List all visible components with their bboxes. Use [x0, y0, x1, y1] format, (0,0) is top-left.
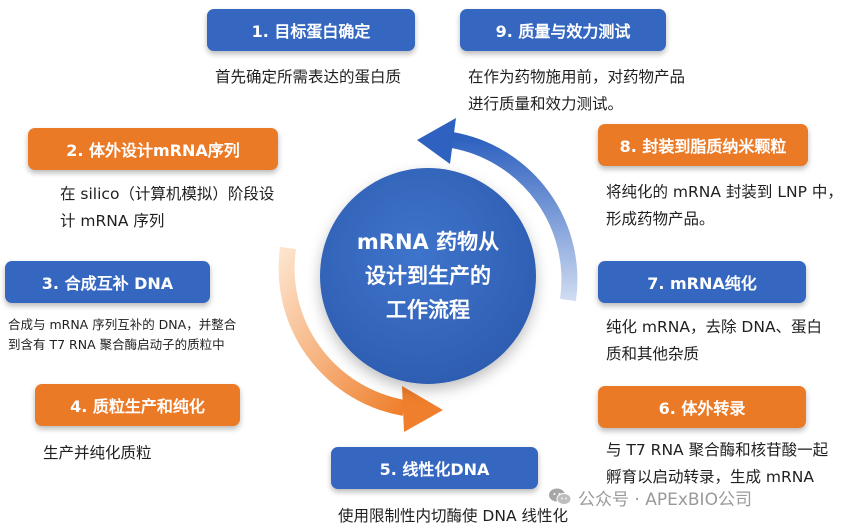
watermark-text: 公众号 · APExBIO公司: [578, 489, 752, 510]
step-1-box: 1. 目标蛋白确定: [207, 9, 415, 51]
step-5-description: 使用限制性内切酶使 DNA 线性化: [338, 507, 568, 525]
center-title: mRNA 药物从 设计到生产的 工作流程: [320, 168, 536, 384]
step-3-box: 3. 合成互补 DNA: [5, 261, 210, 303]
wechat-icon: [549, 488, 572, 505]
step-4-box: 4. 质粒生产和纯化: [35, 384, 240, 426]
step-2-description: 在 silico（计算机模拟）阶段设 计 mRNA 序列: [60, 185, 275, 230]
watermark: 公众号 · APExBIO公司: [548, 483, 752, 511]
blue-arrowhead: [417, 118, 456, 164]
step-5-box: 5. 线性化DNA: [331, 447, 538, 489]
step-9-box: 9. 质量与效力测试: [460, 9, 666, 51]
step-3-description: 合成与 mRNA 序列互补的 DNA，并整合 到含有 T7 RNA 聚合酶启动子…: [8, 317, 237, 352]
blue-cycle-arc: [450, 132, 578, 302]
step-7-description: 纯化 mRNA，去除 DNA、蛋白 质和其他杂质: [606, 318, 823, 363]
step-2-box: 2. 体外设计mRNA序列: [28, 128, 278, 170]
step-9-description: 在作为药物施用前，对药物产品 进行质量和效力测试。: [468, 68, 686, 113]
step-7-box: 7. mRNA纯化: [598, 261, 806, 303]
step-6-box: 6. 体外转录: [598, 386, 806, 428]
step-8-description: 将纯化的 mRNA 封装到 LNP 中， 形成药物产品。: [606, 183, 843, 228]
orange-arrowhead: [402, 386, 443, 432]
step-1-description: 首先确定所需表达的蛋白质: [215, 68, 402, 86]
orange-cycle-arc: [278, 246, 406, 416]
step-6-description: 与 T7 RNA 聚合酶和核苷酸一起 孵育以启动转录，生成 mRNA: [606, 441, 829, 486]
step-8-box: 8. 封装到脂质纳米颗粒: [598, 124, 808, 166]
step-4-description: 生产并纯化质粒: [43, 444, 152, 462]
